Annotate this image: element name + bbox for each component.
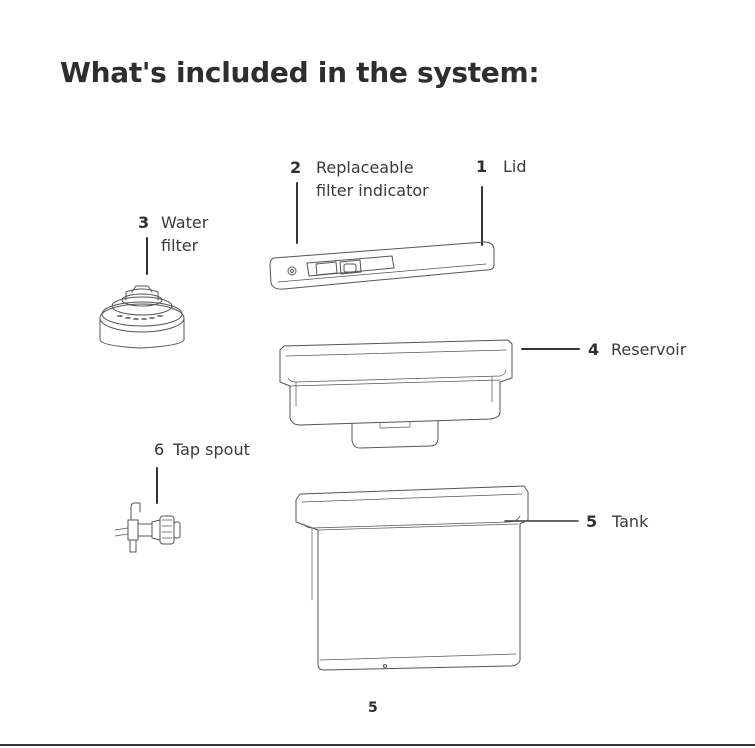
bottom-rule (0, 744, 755, 746)
callout-leader-lines (147, 183, 579, 521)
reservoir-illustration (280, 340, 512, 448)
water-filter-illustration (100, 286, 184, 348)
lid-illustration (270, 242, 494, 289)
tank-illustration (296, 486, 528, 670)
tap-spout-illustration (115, 503, 180, 552)
page-number: 5 (368, 700, 378, 716)
